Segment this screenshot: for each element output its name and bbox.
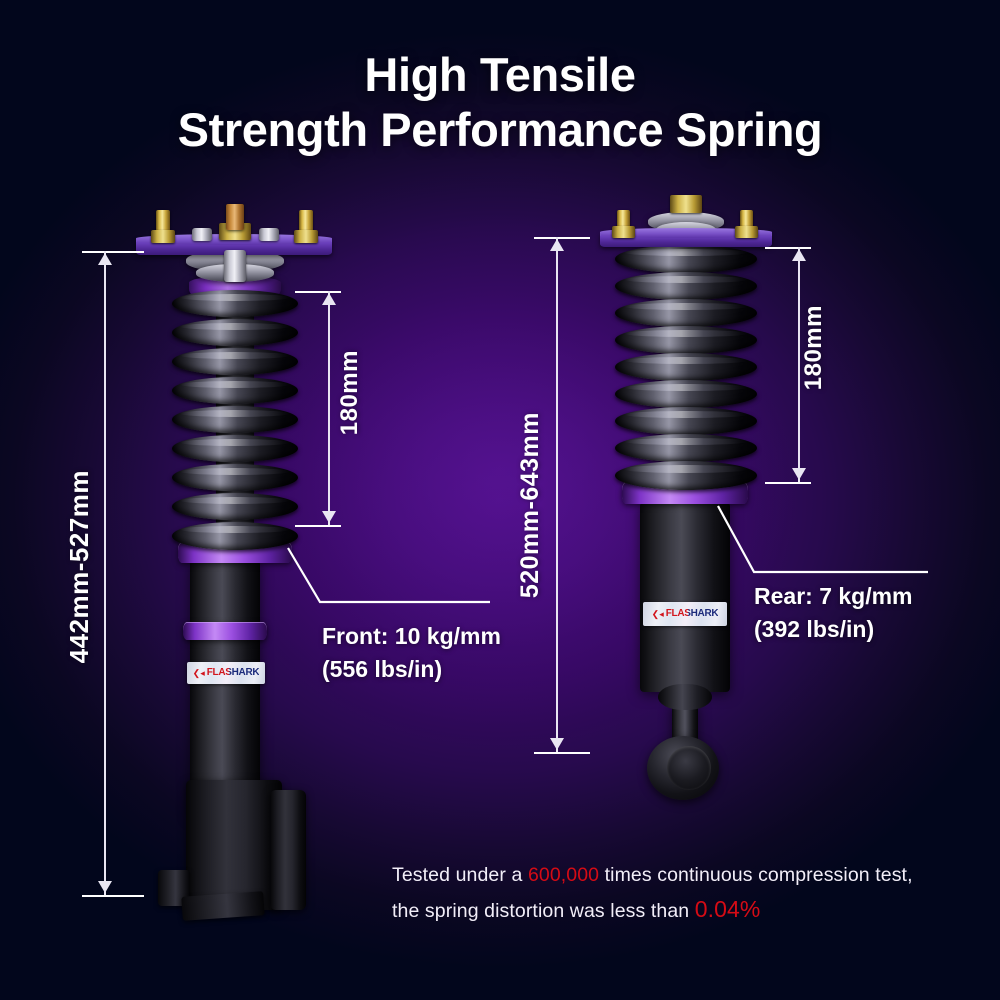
rear-bottom-eyelet: [647, 736, 719, 800]
front-overall-tick-bottom: [82, 895, 144, 897]
rear-spring-tick-top: [765, 247, 811, 249]
front-overall-arrow-bottom: [98, 881, 112, 893]
caption-line-1: Tested under a 600,000 times continuous …: [392, 860, 972, 891]
rear-damper-body: [640, 502, 730, 692]
rear-overall-arrow-bottom: [550, 738, 564, 750]
caption-distortion-value: 0.04%: [694, 895, 761, 922]
spring-coil: [172, 377, 298, 404]
rear-overall-length-label: 520mm-643mm: [516, 412, 544, 599]
front-spring-length-label: 180mm: [336, 350, 363, 436]
rear-spec-callout: Rear: 7 kg/mm (392 lbs/in): [754, 580, 913, 645]
front-coilover: ❮◂ FLASHARK: [120, 190, 350, 921]
title-line-2: Strength Performance Spring: [177, 102, 823, 156]
front-spring-arrow-bottom: [322, 511, 336, 523]
page-title: High Tensile Strength Performance Spring: [0, 48, 1000, 158]
spring-coil: [615, 326, 757, 354]
spring-coil: [172, 348, 298, 375]
rear-overall-tick-top: [534, 237, 590, 239]
rear-spring-arrow-bottom: [792, 468, 806, 480]
rear-mount-nut-left: [612, 226, 635, 238]
front-plate-washer-right: [259, 228, 279, 241]
front-callout-leader: [287, 547, 490, 604]
front-bearing-shaft: [224, 250, 246, 282]
rear-callout-leader: [717, 505, 928, 574]
spring-coil: [615, 299, 757, 327]
front-spec-rate: Front: 10 kg/mm: [322, 623, 501, 649]
spring-coil: [172, 290, 298, 317]
spring-coil: [172, 406, 298, 433]
front-lower-fork-bracket: [186, 780, 282, 910]
spring-coil: [172, 464, 298, 491]
caption-part-3: the spring distortion was less than: [392, 899, 695, 922]
front-overall-tick-top: [82, 251, 144, 253]
front-overall-length-label: 442mm-527mm: [64, 470, 94, 664]
rear-brand-label: FLASHARK: [665, 608, 719, 619]
spring-coil: [615, 245, 757, 273]
spring-coil: [615, 353, 757, 381]
front-fork-ear: [270, 790, 306, 910]
rear-spring-dimension-line: [798, 247, 800, 482]
rear-mount-nut-right: [735, 226, 758, 238]
rear-spec-rate: Rear: 7 kg/mm: [754, 583, 913, 609]
front-spring-arrow-top: [322, 293, 336, 305]
spring-coil: [172, 435, 298, 462]
front-lower-clamp: [181, 891, 265, 921]
shark-icon: ❮◂: [651, 608, 664, 619]
rear-spec-rate-imperial: (392 lbs/in): [754, 615, 875, 642]
front-spec-rate-imperial: (556 lbs/in): [322, 655, 443, 682]
rear-coilover: ❮◂ FLASHARK: [580, 190, 790, 800]
front-brand-label: FLASHARK: [206, 667, 260, 678]
front-plate-washer-left: [192, 228, 212, 241]
caption-part-2: times continuous compression test,: [599, 864, 913, 886]
caption-line-2: the spring distortion was less than 0.04…: [392, 891, 972, 927]
caption-part-1: Tested under a: [392, 864, 528, 886]
front-spring-dimension-line: [328, 291, 330, 525]
rear-spring-arrow-top: [792, 249, 806, 261]
front-coil-spring: [172, 290, 298, 555]
rear-overall-arrow-top: [550, 239, 564, 251]
spring-coil: [615, 434, 757, 462]
test-caption: Tested under a 600,000 times continuous …: [392, 860, 972, 927]
rear-coil-spring: [615, 245, 757, 493]
front-spring-tick-top: [295, 291, 341, 293]
front-mount-nut-right: [294, 230, 318, 243]
spring-coil: [172, 319, 298, 346]
front-center-bolt: [226, 204, 244, 230]
front-height-adjuster-collar: [183, 622, 267, 640]
rear-top-mount-plate-top: [600, 228, 772, 238]
caption-cycle-count: 600,000: [527, 864, 600, 886]
title-line-1: High Tensile: [364, 48, 636, 101]
rear-overall-dimension-line: [556, 237, 558, 752]
spring-coil: [615, 461, 757, 490]
rear-spring-tick-bottom: [765, 482, 811, 484]
spring-coil: [172, 522, 298, 550]
front-overall-arrow-top: [98, 253, 112, 265]
front-spec-callout: Front: 10 kg/mm (556 lbs/in): [322, 620, 501, 685]
rear-brand-sticker: ❮◂ FLASHARK: [643, 602, 727, 626]
front-spring-tick-bottom: [295, 525, 341, 527]
shark-icon: ❮◂: [192, 667, 205, 678]
rear-spring-length-label: 180mm: [800, 305, 827, 391]
spring-coil: [172, 493, 298, 520]
rear-lower-taper: [658, 684, 712, 710]
spring-coil: [615, 272, 757, 300]
rear-eyelet-bushing: [667, 746, 711, 790]
rear-center-nut: [670, 195, 702, 213]
front-mount-nut-left: [151, 230, 175, 243]
front-brand-sticker: ❮◂ FLASHARK: [187, 662, 265, 684]
rear-overall-tick-bottom: [534, 752, 590, 754]
spring-coil: [615, 380, 757, 408]
front-overall-dimension-line: [104, 251, 106, 895]
front-damper-body: [190, 560, 260, 815]
spring-coil: [615, 407, 757, 435]
